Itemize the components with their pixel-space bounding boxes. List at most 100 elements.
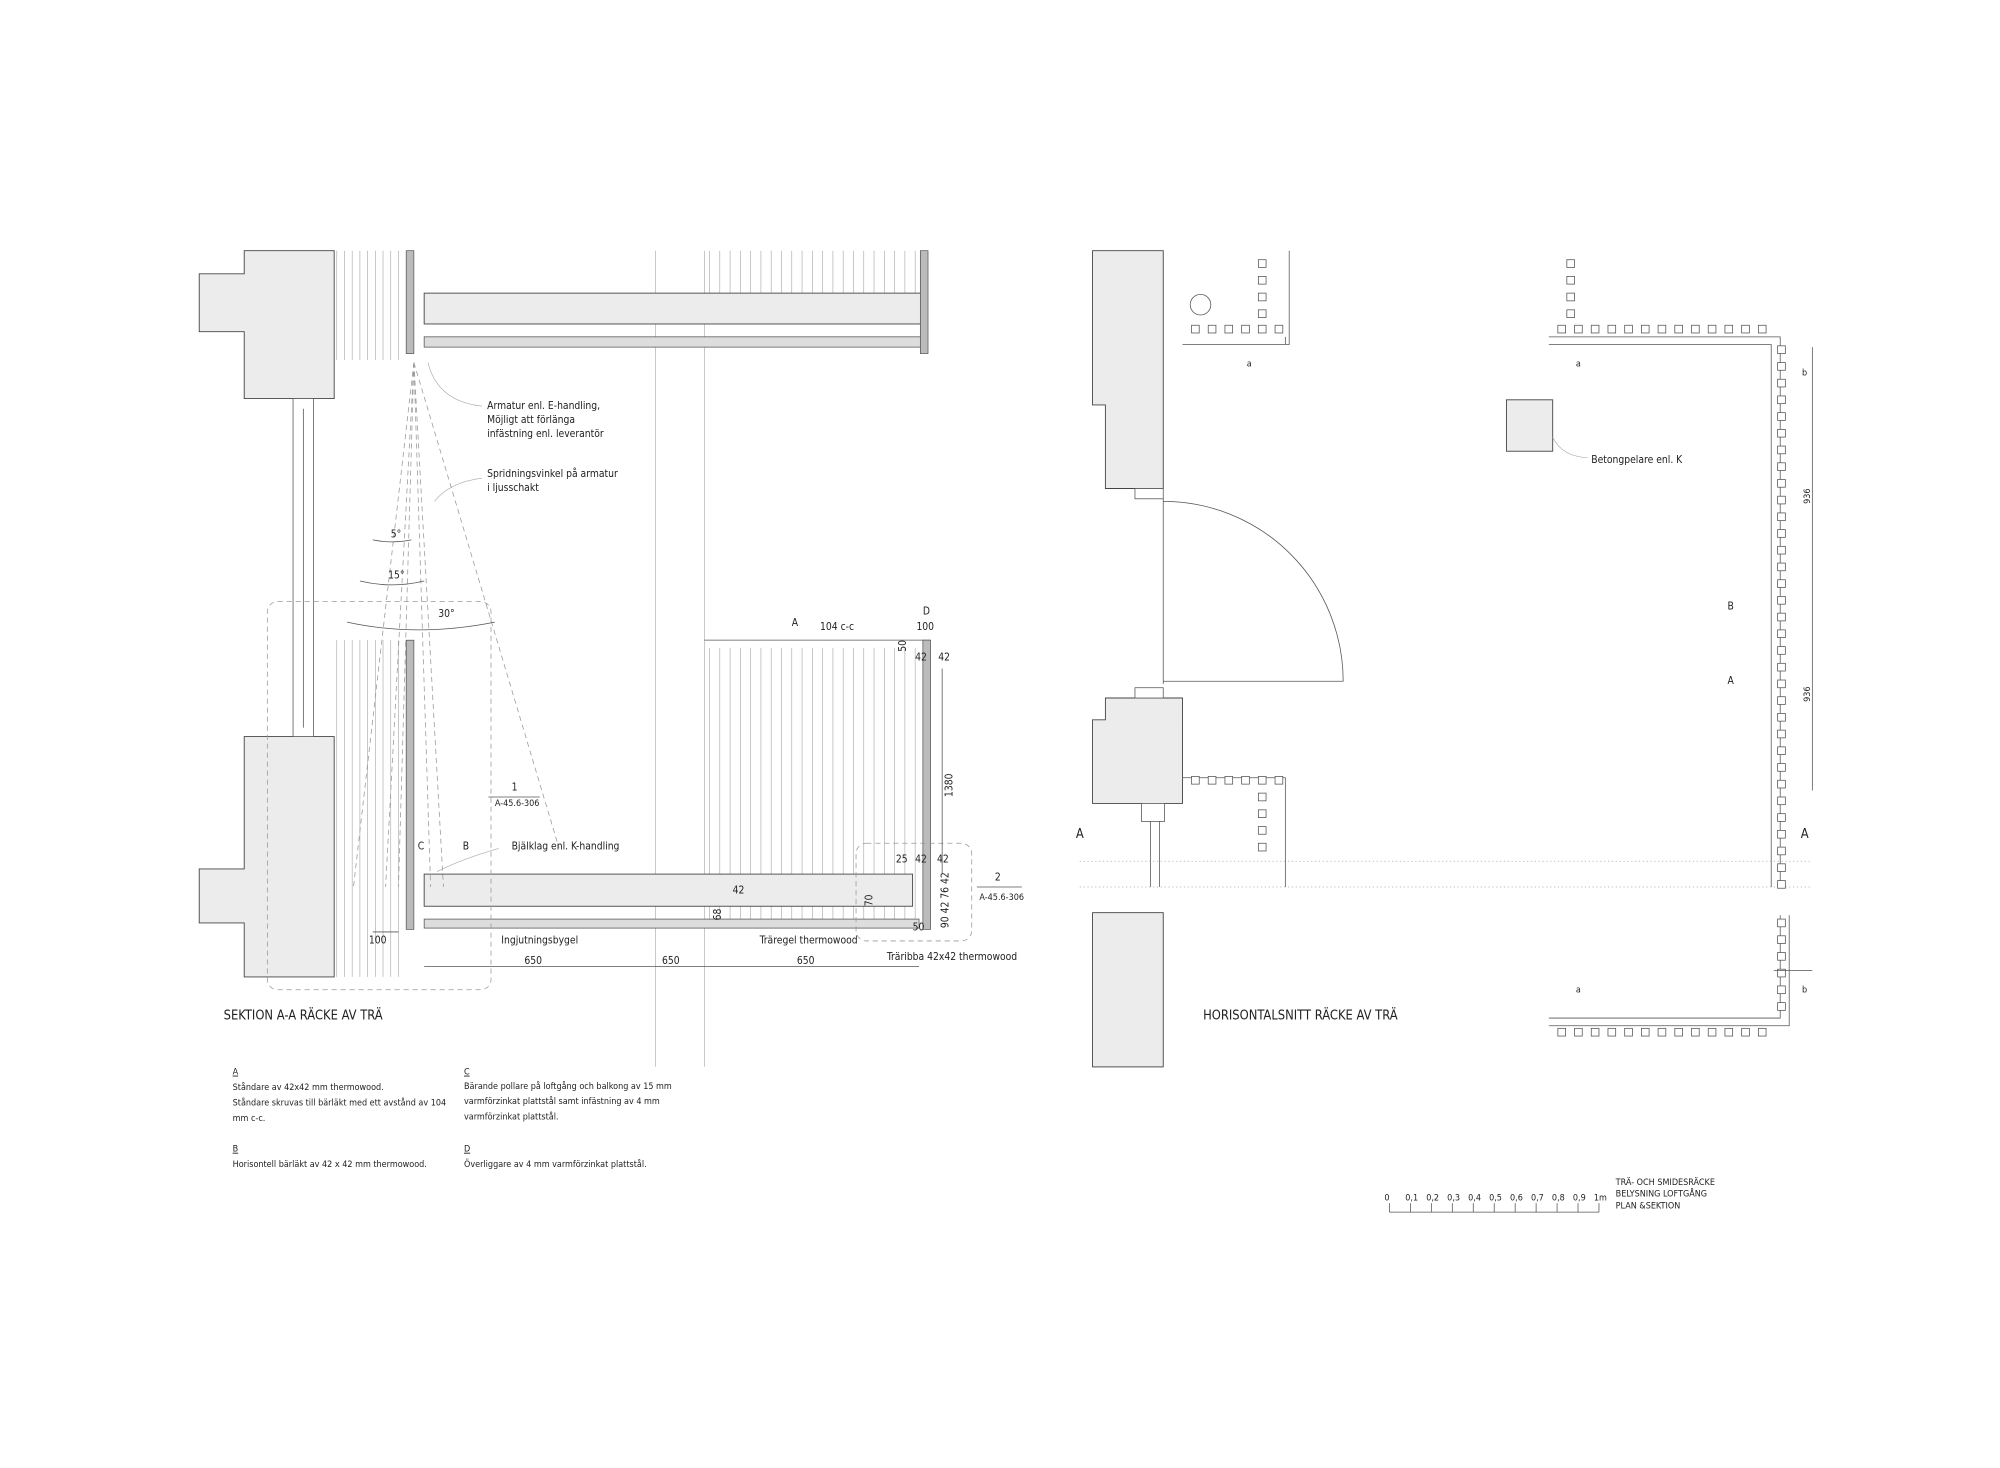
scale-label: 0,5 (1489, 1194, 1502, 1204)
dim-650-1: 650 (524, 955, 542, 967)
railing-post (1257, 826, 1267, 835)
railing-post (1741, 324, 1750, 334)
detail-ref-1: A-45.6-306 (495, 799, 540, 809)
railing-post (1257, 276, 1267, 285)
dim-a-2: a (1576, 359, 1581, 369)
railing-post (1274, 324, 1284, 334)
plan-title: HORISONTALSNITT RÄCKE AV TRÄ (1203, 1007, 1398, 1023)
scale-label: 0,4 (1468, 1194, 1481, 1204)
railing-post (1566, 309, 1575, 318)
railing-post (1257, 792, 1267, 802)
dim-1380: 1380 (943, 773, 955, 797)
railing-post (1777, 679, 1786, 689)
railing-post (1777, 495, 1786, 505)
note-a-line: mm c-c. (233, 1114, 266, 1124)
section-cut-left: A (1076, 827, 1084, 842)
angle-5: 5° (391, 528, 402, 540)
plan-wall-middle (1092, 697, 1183, 804)
dim-b-1: b (1802, 368, 1807, 378)
note-b-key: B (233, 1145, 239, 1155)
railing-post (1657, 324, 1667, 334)
railing-post (1777, 378, 1786, 388)
lamp-icon (1189, 294, 1212, 316)
railing-post (1566, 259, 1575, 268)
railing-post (1257, 292, 1267, 302)
annotation-armatur-3: infästning enl. leverantör (487, 428, 604, 440)
annotation-traregel: Träregel thermowood (759, 935, 858, 947)
detail-ref-1-num: 1 (512, 782, 518, 794)
dim-25: 25 (896, 854, 908, 866)
title-block-line-1: TRÄ- OCH SMIDESRÄCKE (1615, 1177, 1715, 1188)
railing-post (1574, 1027, 1583, 1037)
section-title: SEKTION A-A RÄCKE AV TRÄ (224, 1007, 383, 1023)
dim-b-2: b (1802, 985, 1807, 995)
wall-upper (198, 250, 335, 399)
scale-label: 0,8 (1552, 1194, 1565, 1204)
dim-936-1: 936 (1803, 488, 1813, 503)
notes: A Ståndare av 42x42 mm thermowood. Stånd… (233, 1068, 672, 1171)
marker-d: D (923, 605, 930, 617)
railing-post (1777, 345, 1786, 354)
railing-post (1777, 462, 1786, 471)
plan-drawing (1079, 250, 1813, 1068)
plan-wall-upper (1092, 250, 1164, 489)
angle-30: 30° (438, 608, 454, 620)
concrete-pillar (1505, 399, 1554, 452)
marker-b: B (463, 841, 469, 853)
note-c-line: Bärande pollare på loftgång och balkong … (464, 1081, 672, 1092)
railing-post (1777, 412, 1786, 421)
railing-post (1777, 529, 1786, 538)
dim-650-2: 650 (662, 955, 680, 967)
note-b-line: Horisontell bärläkt av 42 x 42 mm thermo… (233, 1160, 427, 1170)
railing-post (1777, 612, 1786, 622)
scale-label: 0,1 (1405, 1194, 1418, 1204)
wall-lower (198, 736, 335, 978)
annotation-traribba: Träribba 42x42 thermowood (886, 951, 1017, 963)
annotation-armatur-2: Möjligt att förlänga (487, 414, 575, 426)
slab-bottom (423, 873, 914, 907)
note-a-line: Ståndare skruvas till bärläkt med ett av… (233, 1097, 447, 1108)
railing-post (1607, 1027, 1617, 1037)
railing-post (1224, 776, 1234, 785)
railing-post (1777, 662, 1786, 672)
section-cut-right: A (1801, 827, 1809, 842)
plan-marker-a: A (1728, 675, 1735, 687)
dim-a-1: a (1247, 359, 1252, 369)
marker-c: C (418, 841, 424, 853)
railing-post (1777, 880, 1786, 889)
railing-post (1207, 776, 1217, 785)
detail-ref-2-num: 2 (995, 872, 1001, 884)
note-c-line: varmförzinkat plattstål samt infästning … (464, 1096, 660, 1107)
marker-a: A (792, 617, 799, 629)
scale-label: 0,9 (1573, 1194, 1586, 1204)
railing-post (1777, 579, 1786, 588)
railing-post (1257, 309, 1267, 318)
dim-650-3: 650 (797, 955, 815, 967)
railing-post (1777, 746, 1786, 755)
railing-post (1777, 512, 1786, 522)
railing-post (1777, 596, 1786, 605)
railing-post (1674, 324, 1683, 334)
detail-ref-2: A-45.6-306 (979, 893, 1024, 903)
dim-70: 70 (864, 894, 876, 906)
railing-post (1257, 842, 1267, 852)
railing-post (1777, 763, 1786, 772)
dim-100-top: 100 (916, 621, 934, 633)
dim-936-2: 936 (1803, 686, 1813, 701)
railing-post (1257, 324, 1267, 334)
railing-post (1777, 629, 1786, 638)
railing-post (1777, 813, 1786, 822)
dim-42-bot-c: 42 (733, 884, 745, 896)
railing-post (1624, 324, 1633, 334)
railing-post (1777, 479, 1786, 488)
railing-post (1777, 362, 1786, 371)
railing-post (1590, 1027, 1600, 1037)
note-d-line: Överliggare av 4 mm varmförzinkat platts… (464, 1159, 647, 1170)
dim-cc: 104 c-c (820, 621, 854, 633)
dim-42-bot-b: 42 (937, 854, 949, 866)
scale-label: 0,7 (1531, 1194, 1544, 1204)
plan-wall-lower (1092, 912, 1164, 1068)
railing-post (1741, 1027, 1750, 1037)
